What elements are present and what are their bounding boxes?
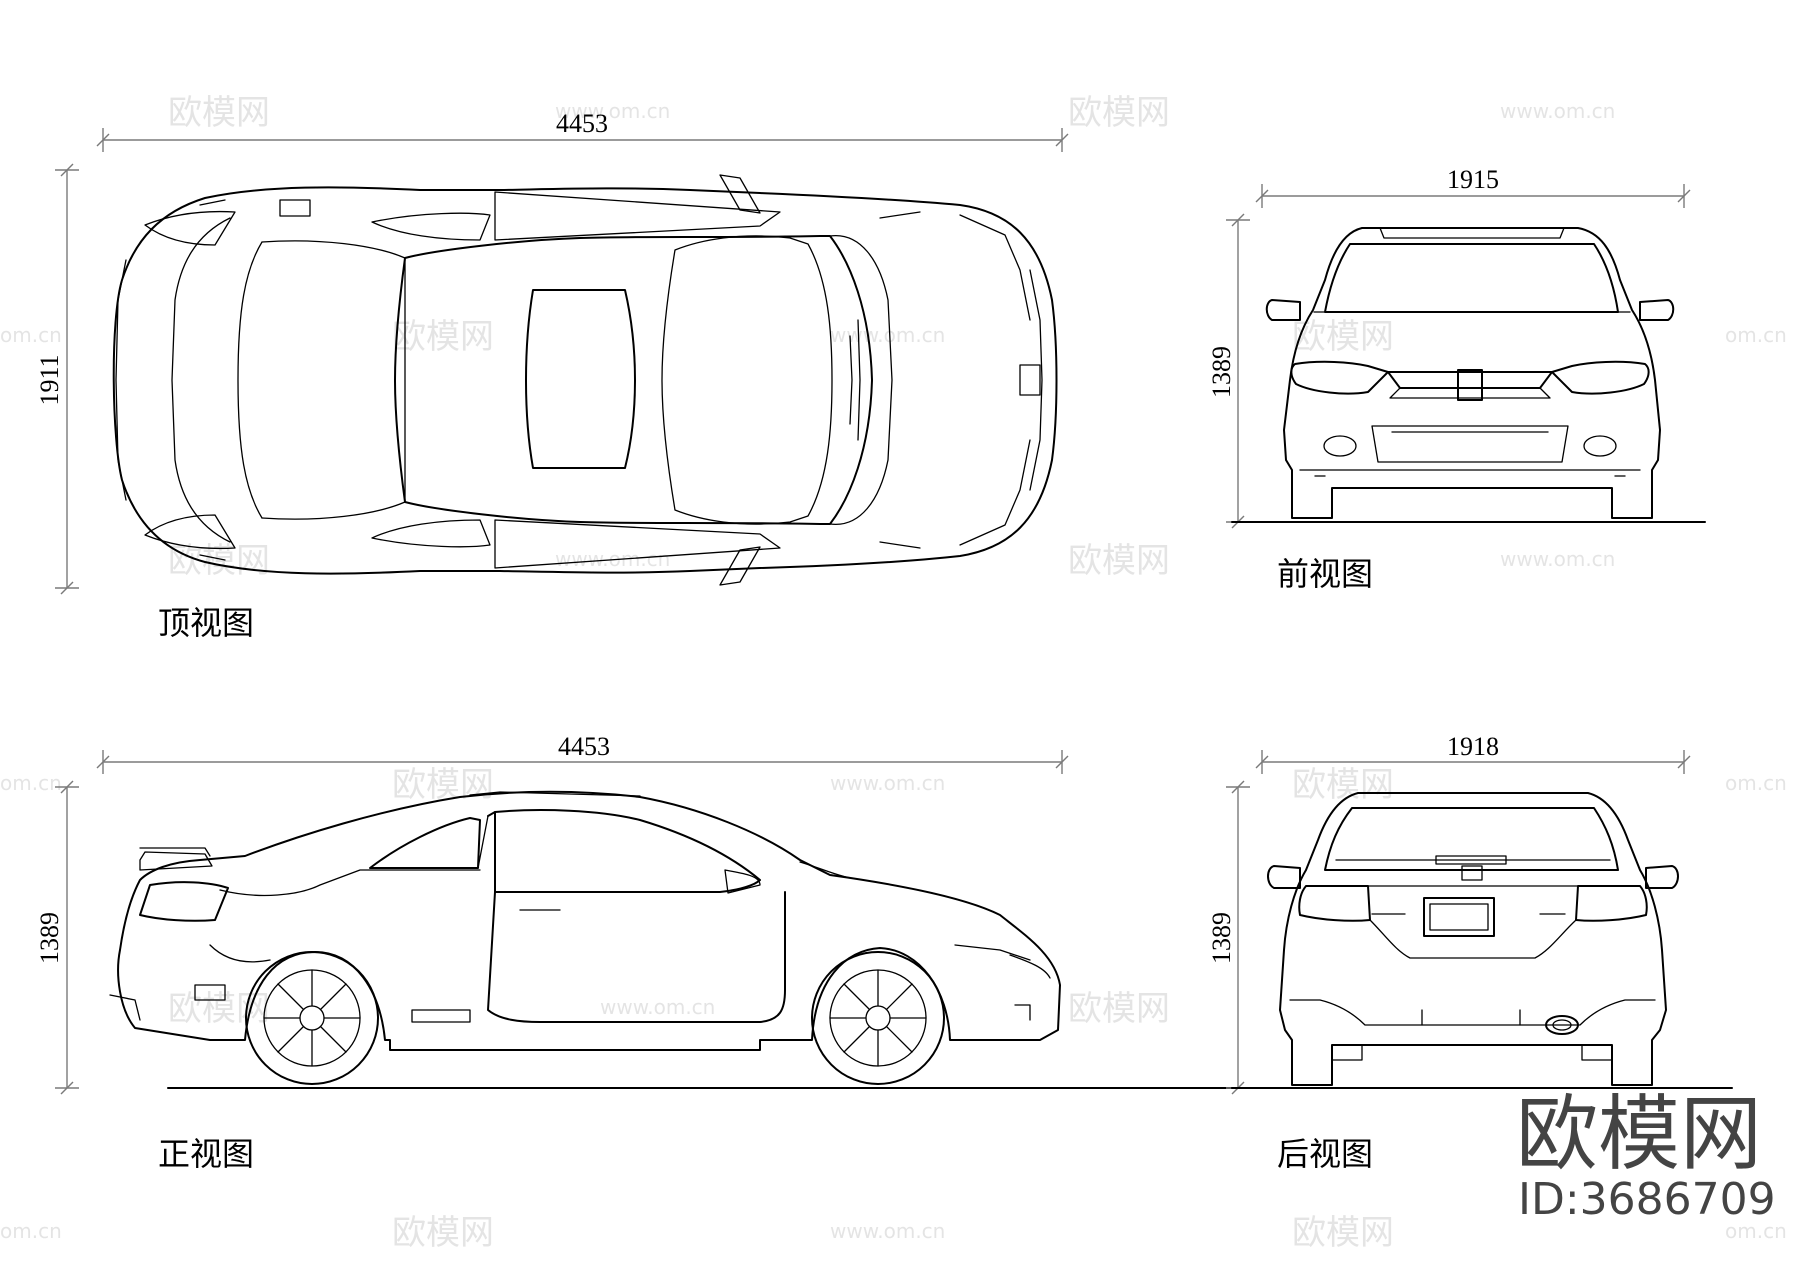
front-width-dimension: 1915: [1255, 165, 1691, 208]
watermark-url: om.cn: [0, 771, 62, 795]
watermark-url: www.om.cn: [1500, 99, 1615, 123]
front-height-dimension: 1389: [1207, 213, 1250, 529]
top-view-label: 顶视图: [158, 604, 254, 642]
top-length-value: 4453: [556, 109, 608, 138]
watermark-url: www.om.cn: [830, 323, 945, 347]
top-car-outline: [112, 174, 1058, 586]
top-width-value: 1911: [35, 354, 64, 405]
side-length-dimension: 4453: [96, 732, 1069, 774]
front-view: 1915 1389: [1207, 165, 1706, 593]
front-wheel: [811, 951, 945, 1085]
watermark-url: om.cn: [1725, 323, 1787, 347]
watermark-url: www.om.cn: [830, 1219, 945, 1243]
front-height-value: 1389: [1207, 346, 1236, 398]
side-car-outline: [109, 790, 1061, 1051]
watermark-brand: 欧模网: [1292, 765, 1394, 805]
watermark-brand: 欧模网: [392, 765, 494, 805]
rear-height-dimension: 1389: [1207, 780, 1250, 1095]
logo-brand-text: 欧模网: [1516, 1087, 1762, 1182]
side-view-label: 正视图: [158, 1135, 254, 1173]
watermark-url: www.om.cn: [555, 547, 670, 571]
brand-logo: 欧模网 ID:3686709: [1516, 1087, 1776, 1225]
watermark-brand: 欧模网: [168, 93, 270, 133]
side-length-value: 4453: [558, 732, 610, 761]
watermark-url: www.om.cn: [1500, 547, 1615, 571]
front-view-label: 前视图: [1277, 555, 1373, 593]
top-view: 4453 1911: [35, 109, 1069, 642]
watermark-url: www.om.cn: [830, 771, 945, 795]
side-height-value: 1389: [35, 912, 64, 964]
front-width-value: 1915: [1447, 165, 1499, 194]
top-width-dimension: 1911: [35, 163, 79, 595]
watermark-url: www.om.cn: [555, 99, 670, 123]
watermark-brand: 欧模网: [1068, 93, 1170, 133]
rear-wheel: [245, 951, 379, 1085]
rear-width-value: 1918: [1447, 732, 1499, 761]
watermark-brand: 欧模网: [1292, 1213, 1394, 1253]
watermark-url: om.cn: [1725, 771, 1787, 795]
logo-id-text: ID:3686709: [1518, 1174, 1776, 1225]
rear-width-dimension: 1918: [1255, 732, 1691, 774]
top-length-dimension: 4453: [96, 109, 1069, 152]
watermark-url: om.cn: [0, 323, 62, 347]
watermark-url: www.om.cn: [600, 995, 715, 1019]
watermark-brand: 欧模网: [392, 1213, 494, 1253]
watermark-brand: 欧模网: [1068, 989, 1170, 1029]
watermark-brand: 欧模网: [392, 317, 494, 357]
side-height-dimension: 1389: [35, 780, 79, 1095]
side-view: 4453 1389: [35, 732, 1233, 1173]
rear-view: 1918 1389: [1207, 732, 1733, 1173]
watermark-layer: 欧模网 www.om.cn 欧模网 www.om.cn om.cn 欧模网 ww…: [0, 93, 1787, 1253]
watermark-brand: 欧模网: [1068, 541, 1170, 581]
front-car-outline: [1265, 227, 1675, 519]
watermark-url: om.cn: [0, 1219, 62, 1243]
rear-view-label: 后视图: [1277, 1135, 1373, 1173]
watermark-brand: 欧模网: [1292, 317, 1394, 357]
rear-height-value: 1389: [1207, 912, 1236, 964]
watermark-brand: 欧模网: [168, 541, 270, 581]
watermark-brand: 欧模网: [168, 989, 270, 1029]
watermark-url: om.cn: [1725, 1219, 1787, 1243]
rear-car-outline: [1267, 792, 1679, 1086]
